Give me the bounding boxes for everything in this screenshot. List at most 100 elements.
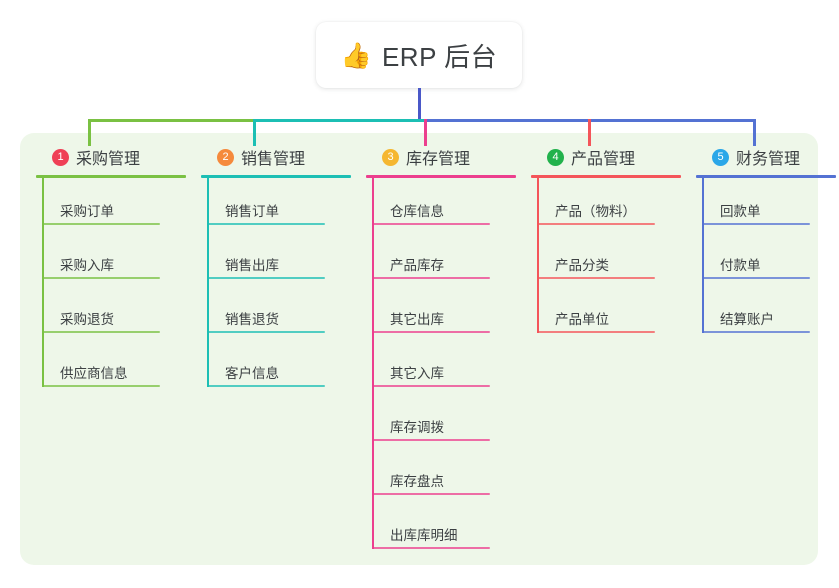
branch-badge-1: 1 (52, 148, 69, 166)
branch-item[interactable]: 付款单 (696, 232, 836, 286)
root-node[interactable]: 👍 ERP 后台 (316, 22, 522, 88)
branch-children-1: 采购订单采购入库采购退货供应商信息 (36, 178, 186, 394)
branch-item-underline (372, 223, 490, 225)
bus-segment-2 (253, 119, 427, 122)
branch-badge-2: 2 (217, 148, 234, 166)
branch-item-underline (702, 331, 810, 333)
branch-item[interactable]: 采购入库 (36, 232, 186, 286)
branch-drop-1 (88, 119, 91, 146)
branch-drop-2 (253, 119, 256, 146)
branch-item-underline (42, 277, 160, 279)
branch-children-4: 产品（物料） 产品分类产品单位 (531, 178, 681, 340)
branch-item-underline (702, 277, 810, 279)
branch-item-underline (207, 385, 325, 387)
branch-drop-4 (588, 119, 591, 146)
branch-drop-3 (424, 119, 427, 146)
branch-underline-2 (201, 175, 351, 178)
branch-item-label: 销售退货 (225, 312, 279, 327)
branch-drop-5 (753, 119, 756, 146)
branch-item[interactable]: 仓库信息 (366, 178, 516, 232)
branch-item[interactable]: 库存盘点 (366, 448, 516, 502)
branch-item-label: 回款单 (720, 204, 761, 219)
branch-item-underline (42, 223, 160, 225)
branch-spine-4 (537, 178, 539, 333)
branch-label-4: 产品管理 (571, 151, 636, 168)
branch-item-label: 库存调拨 (390, 420, 444, 435)
branch-underline-4 (531, 175, 681, 178)
branch-item[interactable]: 销售出库 (201, 232, 351, 286)
branch-underline-1 (36, 175, 186, 178)
branch-item-label: 产品分类 (555, 258, 609, 273)
branch-item-underline (372, 493, 490, 495)
branch-item[interactable]: 库存调拨 (366, 394, 516, 448)
branch-item[interactable]: 销售退货 (201, 286, 351, 340)
branch-spine-5 (702, 178, 704, 333)
branch-item-underline (42, 331, 160, 333)
branch-item[interactable]: 产品单位 (531, 286, 681, 340)
branch-item-underline (372, 277, 490, 279)
branch-children-2: 销售订单销售出库销售退货客户信息 (201, 178, 351, 394)
branch-column-5: 5 财务管理回款单付款单结算账户 (696, 146, 836, 340)
branch-badge-5: 5 (712, 148, 729, 166)
trunk-connector (418, 88, 421, 122)
branch-item-underline (372, 331, 490, 333)
branch-item[interactable]: 销售订单 (201, 178, 351, 232)
branch-item[interactable]: 产品库存 (366, 232, 516, 286)
branch-header-5[interactable]: 5 财务管理 (696, 146, 836, 168)
branch-item-label: 付款单 (720, 258, 761, 273)
branch-label-3: 库存管理 (406, 151, 471, 168)
branch-spine-1 (42, 178, 44, 387)
branch-item-underline (372, 385, 490, 387)
branch-item-underline (537, 331, 655, 333)
branch-item-label: 采购订单 (60, 204, 114, 219)
branch-header-4[interactable]: 4 产品管理 (531, 146, 681, 168)
branch-children-5: 回款单付款单结算账户 (696, 178, 836, 340)
branch-item-label: 供应商信息 (60, 366, 128, 381)
branch-item[interactable]: 结算账户 (696, 286, 836, 340)
branch-item-label: 产品单位 (555, 312, 609, 327)
branch-item-label: 销售出库 (225, 258, 279, 273)
branch-item-underline (702, 223, 810, 225)
branch-item[interactable]: 供应商信息 (36, 340, 186, 394)
branch-item-label: 产品（物料） (555, 204, 636, 219)
branch-column-1: 1 采购管理采购订单采购入库采购退货供应商信息 (36, 146, 186, 394)
branch-item[interactable]: 采购订单 (36, 178, 186, 232)
branch-item-label: 结算账户 (720, 312, 774, 327)
branch-item-underline (42, 385, 160, 387)
branch-label-1: 采购管理 (76, 151, 141, 168)
branch-item-label: 其它出库 (390, 312, 444, 327)
branch-spine-2 (207, 178, 209, 387)
branch-item-label: 客户信息 (225, 366, 279, 381)
branch-header-1[interactable]: 1 采购管理 (36, 146, 186, 168)
branch-item-label: 销售订单 (225, 204, 279, 219)
branch-item-underline (207, 277, 325, 279)
branch-item[interactable]: 产品（物料） (531, 178, 681, 232)
branch-spine-3 (372, 178, 374, 549)
branch-item[interactable]: 其它入库 (366, 340, 516, 394)
branch-item-underline (537, 223, 655, 225)
branch-label-5: 财务管理 (736, 151, 801, 168)
bus-segment-1 (88, 119, 256, 122)
branch-item[interactable]: 回款单 (696, 178, 836, 232)
branch-badge-4: 4 (547, 148, 564, 166)
branch-item[interactable]: 出库库明细 (366, 502, 516, 556)
branch-underline-5 (696, 175, 836, 178)
branch-item[interactable]: 其它出库 (366, 286, 516, 340)
branch-item-underline (537, 277, 655, 279)
branch-item[interactable]: 客户信息 (201, 340, 351, 394)
branch-column-4: 4 产品管理产品（物料） 产品分类产品单位 (531, 146, 681, 340)
branch-item-underline (372, 439, 490, 441)
branch-item-underline (207, 223, 325, 225)
branch-item-underline (372, 547, 490, 549)
thumbs-up-icon: 👍 (340, 40, 372, 70)
branch-item-label: 库存盘点 (390, 474, 444, 489)
branch-item[interactable]: 产品分类 (531, 232, 681, 286)
branch-item-label: 产品库存 (390, 258, 444, 273)
branch-underline-3 (366, 175, 516, 178)
branch-item[interactable]: 采购退货 (36, 286, 186, 340)
